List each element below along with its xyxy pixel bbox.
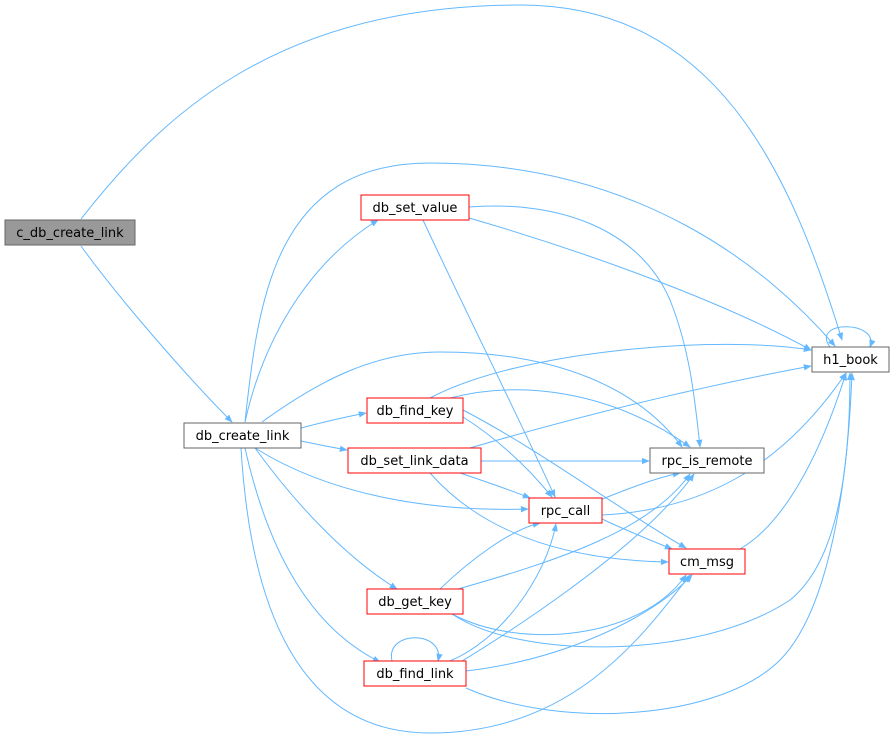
edge-db_set_link_data-to-rpc_call	[459, 472, 531, 499]
node-rpc_call[interactable]: rpc_call	[528, 497, 603, 524]
node-db_find_key[interactable]: db_find_key	[366, 397, 464, 424]
node-box	[360, 194, 470, 221]
node-h1_book[interactable]: h1_book	[811, 346, 890, 373]
node-rpc_is_remote[interactable]: rpc_is_remote	[649, 447, 765, 474]
node-box	[183, 422, 302, 449]
node-c_db_create_link[interactable]: c_db_create_link	[4, 219, 136, 246]
edge-db_create_link-to-db_get_key	[254, 447, 398, 590]
node-box	[347, 447, 482, 474]
node-box	[4, 219, 136, 246]
node-box	[366, 397, 464, 424]
edge-db_create_link-to-db_find_key	[300, 411, 367, 429]
node-box	[363, 660, 467, 687]
edge-h1_book-to-h1_book	[826, 326, 876, 348]
edge-db_set_value-to-rpc_call	[422, 219, 556, 498]
edge-db_create_link-to-db_set_link_data	[300, 440, 348, 452]
node-label: db_get_key	[378, 595, 452, 610]
edge-db_get_key-to-cm_msg	[451, 574, 687, 636]
node-label: cm_msg	[680, 555, 734, 570]
node-db_create_link[interactable]: db_create_link	[183, 422, 302, 449]
edge-db_create_link-to-cm_msg	[240, 447, 691, 734]
edge-rpc_call-to-h1_book	[601, 372, 847, 516]
node-label: db_find_link	[376, 667, 454, 682]
edge-db_set_value-to-h1_book	[468, 217, 812, 351]
node-label: db_set_value	[373, 201, 458, 216]
edge-db_set_value-to-rpc_is_remote	[468, 205, 703, 448]
edge-db_create_link-to-rpc_call	[254, 447, 529, 513]
edge-db_set_link_data-to-h1_book	[469, 364, 812, 449]
edge-db_find_key-to-rpc_is_remote	[449, 389, 691, 448]
node-label: c_db_create_link	[16, 226, 124, 241]
edge-db_find_key-to-h1_book	[429, 343, 812, 399]
node-label: db_set_link_data	[360, 454, 468, 469]
node-db_find_link[interactable]: db_find_link	[363, 660, 467, 687]
edge-db_find_key-to-rpc_call	[459, 414, 553, 498]
node-box	[811, 346, 890, 373]
node-box	[668, 548, 746, 575]
edge-db_find_link-to-db_find_link	[391, 637, 443, 662]
edge-db_find_link-to-rpc_call	[449, 523, 558, 662]
node-box	[366, 588, 464, 615]
edge-c_db_create_link-to-h1_book	[80, 4, 843, 341]
edge-c_db_create_link-to-db_create_link	[80, 245, 233, 423]
node-label: db_create_link	[196, 429, 290, 444]
edge-db_get_key-to-rpc_is_remote	[457, 473, 691, 590]
node-db_set_link_data[interactable]: db_set_link_data	[347, 447, 482, 474]
edge-db_create_link-to-db_find_link	[244, 447, 381, 663]
node-label: rpc_call	[541, 504, 591, 519]
node-db_get_key[interactable]: db_get_key	[366, 588, 464, 615]
edge-cm_msg-to-h1_book	[739, 372, 847, 550]
node-label: db_find_key	[377, 404, 454, 419]
edges-layer	[80, 4, 876, 734]
edge-db_create_link-to-rpc_is_remote	[261, 351, 683, 448]
nodes-layer: c_db_create_link db_create_link db_set_val…	[4, 194, 890, 687]
edge-rpc_call-to-rpc_is_remote	[599, 471, 681, 501]
edge-db_find_link-to-h1_book	[465, 372, 855, 715]
edge-db_get_key-to-rpc_call	[439, 521, 541, 590]
node-db_set_value[interactable]: db_set_value	[360, 194, 470, 221]
edge-db_create_link-to-db_set_value	[244, 219, 379, 423]
edge-db_create_link-to-h1_book	[244, 162, 836, 423]
node-label: h1_book	[823, 353, 878, 368]
node-cm_msg[interactable]: cm_msg	[668, 548, 746, 575]
edge-db_set_link_data-to-cm_msg	[429, 472, 669, 566]
node-label: rpc_is_remote	[662, 454, 753, 469]
edge-db_find_key-to-cm_msg	[462, 409, 687, 549]
node-box	[528, 497, 603, 524]
edge-db_find_link-to-cm_msg	[465, 574, 693, 672]
node-box	[649, 447, 765, 474]
